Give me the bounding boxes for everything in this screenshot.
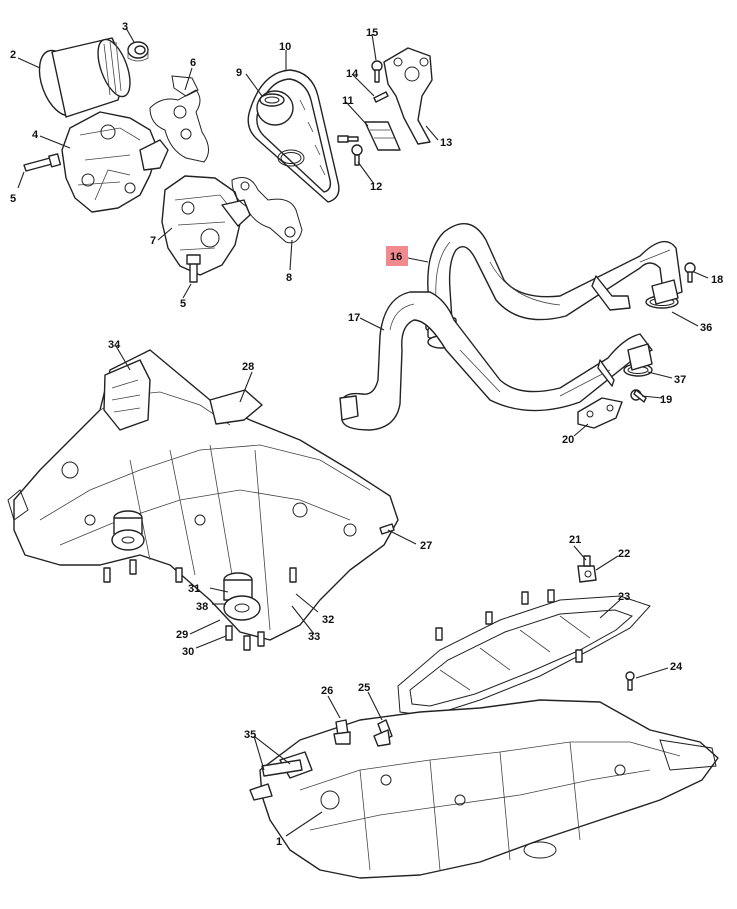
sensor-25 <box>373 719 393 747</box>
callout-label: 15 <box>366 27 378 39</box>
callout-label: 5 <box>180 298 186 310</box>
callout-label: 4 <box>32 129 39 141</box>
bolt-15 <box>371 60 383 83</box>
bolt-18 <box>684 262 696 283</box>
callout-label: 3 <box>122 21 128 33</box>
callout-label: 26 <box>321 685 333 697</box>
leader-lines <box>17 27 709 837</box>
callout-label: 13 <box>440 137 452 149</box>
callout-label: 27 <box>420 540 432 552</box>
filter-adapter-fitting <box>127 41 149 62</box>
shaft-35 <box>249 759 303 801</box>
callout-label: 22 <box>618 548 630 560</box>
callout-label: 35 <box>244 729 256 741</box>
sensor-26 <box>333 719 351 745</box>
gasket-23 <box>397 595 651 717</box>
pump-bolt-5a <box>23 153 62 172</box>
callout-label: 5 <box>10 193 16 205</box>
block-bolts <box>103 523 395 651</box>
callout-label: 9 <box>236 67 242 79</box>
callout-label: 34 <box>108 339 121 351</box>
callout-label: 17 <box>348 312 360 324</box>
oil-pan-1 <box>259 699 719 879</box>
engine-cover-assembly <box>7 349 399 641</box>
timing-belt-10 <box>247 69 340 203</box>
coolant-hose-16 <box>425 223 683 349</box>
pump-bolt-5b <box>186 254 201 283</box>
bolt-19 <box>630 389 647 403</box>
callout-label: 31 <box>188 583 200 595</box>
callout-label: 24 <box>670 661 683 673</box>
callout-label: 28 <box>242 361 254 373</box>
coolant-hose-17 <box>339 291 653 431</box>
callout-label: 14 <box>346 68 359 80</box>
callout-label: 2 <box>10 49 16 61</box>
callout-label: 36 <box>700 322 712 334</box>
bolt-24 <box>625 671 635 691</box>
pulley-gear-upper <box>111 510 145 551</box>
clamp-37 <box>623 343 653 377</box>
callout-label: 8 <box>286 272 292 284</box>
callout-label: 7 <box>150 235 156 247</box>
callout-label: 20 <box>562 434 574 446</box>
callout-label: 37 <box>674 374 686 386</box>
callout-label: 21 <box>569 534 581 546</box>
callout-label: 29 <box>176 629 188 641</box>
mounting-plate-20 <box>577 397 623 429</box>
hose-bracket <box>591 275 631 387</box>
callout-label: 6 <box>190 57 196 69</box>
water-pump-housing-7 <box>161 175 251 276</box>
callout-label: 18 <box>711 274 723 286</box>
gasket-studs <box>435 589 583 663</box>
callout-label: 32 <box>322 614 334 626</box>
callout-label: 16 <box>390 251 402 263</box>
callout-label: 10 <box>279 41 291 53</box>
callout-label: 19 <box>660 394 672 406</box>
pump-gasket-8 <box>231 177 303 244</box>
callout-label: 30 <box>182 646 194 658</box>
callout-label: 23 <box>618 591 630 603</box>
fitting-21-22 <box>577 555 597 583</box>
clamp-36 <box>645 279 679 309</box>
callout-label: 11 <box>342 95 354 107</box>
callout-label: 38 <box>196 601 208 613</box>
callout-label: 33 <box>308 631 320 643</box>
o-ring <box>277 149 305 167</box>
pin-14 <box>373 91 389 103</box>
bolt-12 <box>351 144 363 166</box>
callout-label: 25 <box>358 682 370 694</box>
pulley-gear-lower <box>223 572 261 621</box>
callout-label: 1 <box>276 836 282 848</box>
callout-16-highlight <box>386 246 408 266</box>
oil-pump-housing <box>61 111 169 213</box>
tensioner-bracket-13 <box>383 47 433 145</box>
oil-filter <box>38 37 131 118</box>
callout-label: 12 <box>370 181 382 193</box>
pulley-9 <box>256 90 294 126</box>
bolt-small <box>337 135 359 143</box>
callout-labels: 2 3 4 5 5 6 7 8 9 10 11 12 13 14 15 16 1… <box>10 21 723 848</box>
bracket-11 <box>364 121 401 151</box>
